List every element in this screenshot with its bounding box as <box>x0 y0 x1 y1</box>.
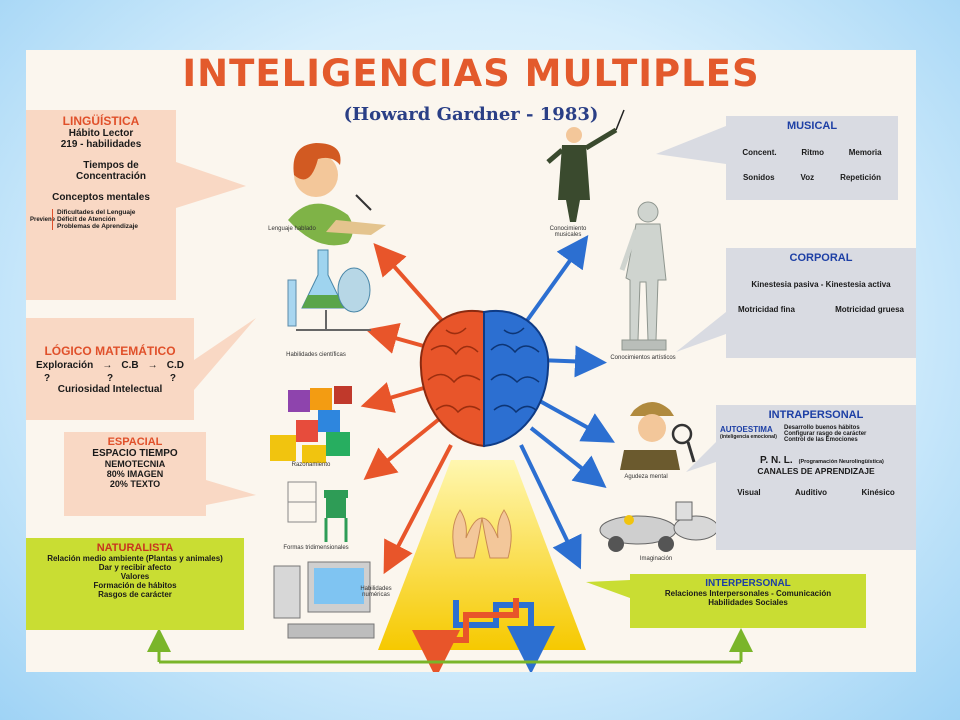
corporal-line: Kinestesia pasiva - Kinestesia activa <box>751 280 891 289</box>
espacial-box: ESPACIAL ESPACIO TIEMPO NEMOTECNIA 80% I… <box>64 432 206 516</box>
exploracion-label: Exploración <box>36 360 94 371</box>
linguistica-line: 219 - habilidades <box>60 139 142 150</box>
logico-box: LÓGICO MATEMÁTICO Exploración → C.B → C.… <box>26 318 194 420</box>
naturalista-line: Formación de hábitos <box>93 581 177 590</box>
right-arrows <box>519 234 615 570</box>
linguistica-box: LINGÜÍSTICA Hábito Lector 219 - habilida… <box>26 110 176 300</box>
subtitle: (Howard Gardner - 1983) <box>343 104 599 125</box>
canal-item: Visual <box>737 488 761 497</box>
espacial-heading: ESPACIAL <box>107 436 163 448</box>
logico-pointer <box>194 318 256 390</box>
espacial-line: 20% TEXTO <box>109 479 161 489</box>
arrow-icon: → <box>102 360 113 371</box>
linguistica-line: Hábito Lector <box>68 128 134 139</box>
musical-pointer <box>656 126 726 164</box>
interpersonal-heading: INTERPERSONAL <box>705 578 791 589</box>
cd-label: C.D <box>166 360 184 371</box>
question-mark: ? <box>106 373 114 384</box>
speaker-woman-icon <box>288 143 386 246</box>
caption-formas: Formas tridimensionales <box>283 545 349 551</box>
musical-item: Concent. <box>742 148 777 157</box>
musical-box: MUSICAL Concent. Ritmo Memoria Sonidos V… <box>726 116 898 200</box>
canal-item: Kinésico <box>861 488 895 497</box>
autoestima-item: Desarrollo buenos hábitos <box>784 425 860 431</box>
naturalista-line: Relación medio ambiente (Plantas y anima… <box>47 554 223 563</box>
autoestima-item: Control de las Emociones <box>784 437 858 443</box>
autoestima-item: Configurar rasgo de carácter <box>784 431 867 437</box>
naturalista-line: Rasgos de carácter <box>98 590 172 599</box>
caption-cientificas: Habilidades científicas <box>286 352 346 358</box>
corporal-heading: CORPORAL <box>789 252 853 264</box>
previene-label: Previene <box>30 216 56 223</box>
arrow-icon: → <box>147 360 158 371</box>
previene-item: Dificultades del Lenguaje <box>57 209 136 216</box>
intrapersonal-box: INTRAPERSONAL AUTOESTIMA (inteligencia e… <box>716 405 916 550</box>
naturalista-heading: NATURALISTA <box>96 542 174 554</box>
caption-numericas: Habilidades numéricas <box>360 586 392 598</box>
puzzle-cubes-icon <box>270 386 352 463</box>
computer-icon <box>273 561 375 639</box>
pnl-sub: (Programación Neurolingüística) <box>798 459 884 465</box>
canales-label: CANALES DE APRENDIZAJE <box>757 466 875 476</box>
previene-item: Problemas de Aprendizaje <box>57 223 139 230</box>
question-mark: ? <box>169 373 176 384</box>
musical-item: Sonidos <box>742 173 775 182</box>
intrapersonal-pointer <box>686 442 716 472</box>
autoestima-sub: (inteligencia emocional) <box>720 434 777 440</box>
intrapersonal-heading: INTRAPERSONAL <box>768 409 864 421</box>
main-title: INTELIGENCIAS MULTIPLES <box>182 52 760 95</box>
interpersonal-line: Habilidades Sociales <box>708 598 788 607</box>
musical-item: Repetición <box>840 173 881 182</box>
linguistica-heading: LINGÜÍSTICA <box>62 114 140 128</box>
corporal-pointer <box>676 312 726 352</box>
chair-drawing-icon <box>287 481 348 542</box>
caption-razonamiento: Razonamiento <box>291 462 331 468</box>
conductor-icon <box>546 109 625 222</box>
question-mark: ? <box>44 373 51 384</box>
linguistica-line: Conceptos mentales <box>52 192 150 203</box>
interpersonal-line: Relaciones Interpersonales - Comunicació… <box>664 589 832 598</box>
cb-label: C.B <box>121 360 139 371</box>
fantasy-vehicle-icon <box>599 501 719 552</box>
espacial-line: 80% IMAGEN <box>106 469 164 479</box>
linguistica-line: Concentración <box>75 171 146 182</box>
linguistica-line: Tiempos de <box>83 160 139 171</box>
caption-artisticos: Conocimientos artísticos <box>610 355 676 361</box>
light-beam <box>378 460 586 650</box>
corporal-line: Motricidad fina <box>738 305 795 314</box>
espacial-line: ESPACIO TIEMPO <box>92 448 178 459</box>
musical-item: Voz <box>800 173 815 182</box>
autoestima-label: AUTOESTIMA <box>720 425 773 434</box>
corporal-box: CORPORAL Kinestesia pasiva - Kinestesia … <box>726 248 916 358</box>
espacial-pointer <box>206 480 256 505</box>
naturalista-line: Dar y recibir afecto <box>98 563 172 572</box>
curiosidad-label: Curiosidad Intelectual <box>57 384 163 395</box>
statue-icon <box>619 201 667 351</box>
diagram-graphics <box>36 109 900 672</box>
brain-icon <box>419 309 550 448</box>
espacial-line: NEMOTECNIA <box>104 459 166 469</box>
musical-heading: MUSICAL <box>786 120 838 132</box>
musical-item: Ritmo <box>801 148 824 157</box>
canal-item: Auditivo <box>795 488 828 497</box>
caption-musicales: Conocimiento musicales <box>549 226 587 238</box>
caption-lenguaje: Lenguaje hablado <box>268 226 316 232</box>
detective-icon <box>620 402 696 470</box>
naturalista-box: NATURALISTA Relación medio ambiente (Pla… <box>26 538 244 630</box>
logico-heading: LÓGICO MATEMÁTICO <box>44 344 176 358</box>
interpersonal-pointer <box>586 580 630 598</box>
caption-agudeza: Agudeza mental <box>624 474 668 480</box>
pnl-label: P. N. L. <box>760 455 793 466</box>
naturalista-line: Valores <box>120 572 150 581</box>
linguistica-pointer <box>176 162 246 208</box>
previene-item: Déficit de Atención <box>57 216 116 223</box>
infographic-card: INTELIGENCIAS MULTIPLES (Howard Gardner … <box>26 50 916 672</box>
musical-item: Memoria <box>848 148 882 157</box>
hands-icon <box>452 509 512 559</box>
caption-imaginacion: Imaginación <box>639 556 673 562</box>
corporal-line: Motricidad gruesa <box>835 305 904 314</box>
lab-flasks-icon <box>287 249 371 331</box>
interpersonal-box: INTERPERSONAL Relaciones Interpersonales… <box>630 574 866 628</box>
